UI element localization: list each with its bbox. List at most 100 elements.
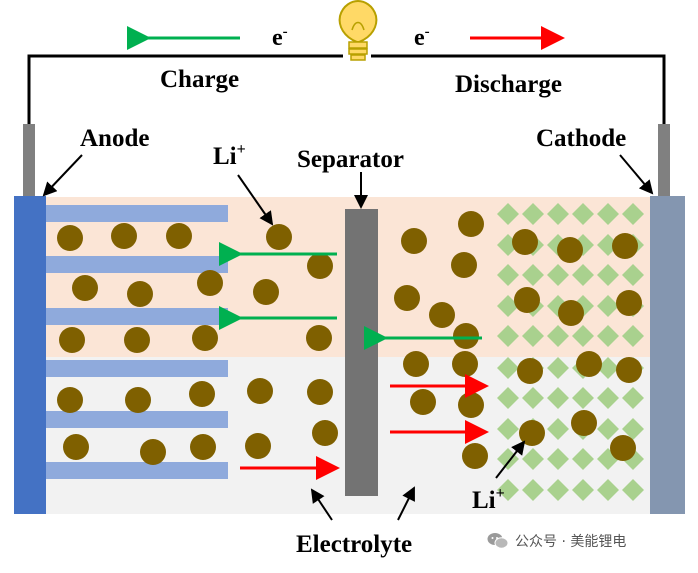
li-ion [189,381,215,407]
li-ion [190,434,216,460]
crystal-diamond [547,387,569,409]
li-bottom-pointer [495,440,526,479]
li-ion [307,253,333,279]
li-ion [451,252,477,278]
li-ion [57,225,83,251]
li-ion [57,387,83,413]
li-ion [517,358,543,384]
li-ion [452,351,478,377]
crystal-diamond [597,479,619,501]
crystal-diamond [497,387,519,409]
crystal-diamond [522,325,544,347]
li-ions [57,211,642,469]
crystal-diamond [572,203,594,225]
li-ion [514,287,540,313]
crystal-diamond [497,325,519,347]
li-ion [410,389,436,415]
li-ion [616,357,642,383]
crystal-diamond [522,387,544,409]
electrolyte-pointer-left [310,488,333,521]
li-ion [610,435,636,461]
li-ion [266,224,292,250]
li-ion [557,237,583,263]
li-ion [166,223,192,249]
crystal-diamond [547,325,569,347]
ion-flow-arrows [219,242,489,480]
anode-pointer [42,154,83,197]
li-ion [111,223,137,249]
crystal-diamond [622,264,644,286]
li-ion [72,275,98,301]
li-top-pointer [237,174,274,226]
crystal-diamond [547,357,569,379]
li-label-bottom: Li+ [472,485,505,514]
crystal-diamond [597,418,619,440]
li-ion [458,211,484,237]
cathode-terminal [658,124,670,196]
discharge-label: Discharge [455,71,562,98]
crystal-diamond [622,325,644,347]
crystal-diamond [547,264,569,286]
li-ion [429,302,455,328]
li-ion [197,270,223,296]
crystal-diamond [597,357,619,379]
crystal-diamond [597,325,619,347]
crystal-diamond [622,387,644,409]
crystal-diamond [597,203,619,225]
li-ion [245,433,271,459]
graphite-layer [46,462,228,479]
crystal-diamond [497,357,519,379]
anode-plate [14,196,46,514]
li-ion [306,325,332,351]
electrolyte-pointer-right [397,486,415,521]
crystal-diamond [597,264,619,286]
circuit-wire [371,54,666,124]
crystal-diamond [522,448,544,470]
crystal-diamond [572,264,594,286]
li-ion [312,420,338,446]
li-ion [453,323,479,349]
crystal-diamond [547,203,569,225]
crystal-diamond [547,479,569,501]
crystal-diamond [597,387,619,409]
li-ion [401,228,427,254]
crystal-diamond [622,203,644,225]
crystal-diamond [522,264,544,286]
li-ion [127,281,153,307]
li-ion [458,392,484,418]
crystal-diamond [522,203,544,225]
li-ion [403,351,429,377]
crystal-diamond [572,479,594,501]
crystal-diamond [622,418,644,440]
circuit-wire [27,54,343,124]
graphite-layer [46,411,228,428]
crystal-diamond [497,295,519,317]
crystal-diamond [572,448,594,470]
electron-label-left: e- [272,24,288,51]
crystal-diamond [622,479,644,501]
crystal-diamond [522,479,544,501]
li-ion [59,327,85,353]
graphite-layers [46,205,228,479]
li-ion [616,290,642,316]
anode-label: Anode [80,125,149,152]
crystal-diamond [547,418,569,440]
li-ion [558,300,584,326]
li-ion [125,387,151,413]
electron-label-right: e- [414,24,430,51]
wechat-icon [487,533,509,549]
li-ion [140,439,166,465]
graphite-layer [46,308,228,325]
li-ion [462,443,488,469]
li-label-top: Li+ [213,141,246,170]
li-ion [307,379,333,405]
li-ion [394,285,420,311]
crystal-diamond [497,264,519,286]
li-ion [519,420,545,446]
li-ion [571,410,597,436]
crystal-diamond [547,448,569,470]
li-ion [124,327,150,353]
light-bulb-icon [338,0,378,61]
